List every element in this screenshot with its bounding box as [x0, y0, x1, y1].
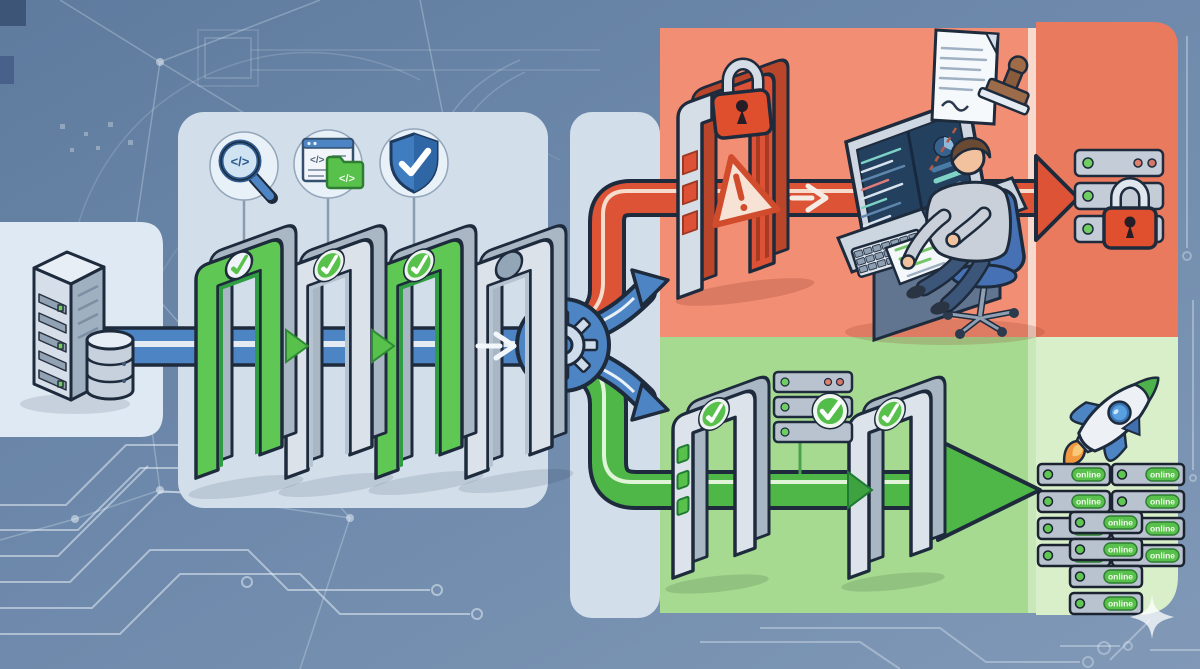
- code-glyph: </>: [339, 173, 355, 185]
- database-icon: [85, 329, 135, 401]
- gate-shadows: [188, 468, 574, 500]
- online-badge: [1103, 569, 1138, 584]
- approved-gate-1: [671, 375, 771, 580]
- code-window-repo-icon: </> </>: [293, 129, 365, 199]
- gate-chevron: [676, 443, 690, 464]
- source-server-tower: [32, 250, 106, 402]
- stamp-icon: [977, 55, 1030, 116]
- blocked-arrowhead: [1034, 154, 1080, 242]
- lock-icon: [1102, 177, 1158, 250]
- gate-chevron: [676, 495, 690, 516]
- flow-arrow-white: [789, 183, 829, 213]
- online-badge-label: online: [1150, 470, 1175, 480]
- approved-zone-content: online online online online online online onli…: [665, 370, 1186, 639]
- online-badge: [1103, 515, 1138, 530]
- online-badge-label: online: [1150, 497, 1175, 507]
- online-badge: [1145, 467, 1180, 482]
- online-badge: [1145, 521, 1180, 536]
- gate-chevron: [676, 469, 690, 490]
- circuit-traces-right: [700, 36, 1200, 669]
- screen-code-lines: [860, 147, 906, 228]
- pipe-flow-markers: [285, 328, 517, 364]
- lock-icon: [710, 57, 774, 140]
- pipeline-gate-1: [194, 224, 298, 480]
- online-badge: [1103, 596, 1138, 611]
- gate-shadows: [665, 572, 945, 594]
- source-card-content: [20, 250, 135, 414]
- corner-pixel-block: [0, 0, 26, 26]
- online-server: online: [1068, 591, 1144, 616]
- blocked-servers-panel: [1036, 22, 1178, 337]
- online-badge: [1103, 542, 1138, 557]
- reviewer-person: [900, 136, 1012, 315]
- rocket-icon: [1062, 376, 1160, 467]
- online-badge-label: online: [1108, 518, 1133, 528]
- check-icons-row: </> </> </>: [209, 128, 449, 258]
- online-server-farm: online online online online online online onli…: [1036, 462, 1186, 616]
- shadow: [675, 278, 815, 306]
- pipeline-gate-3: [374, 224, 478, 480]
- online-server: online: [1068, 510, 1144, 535]
- online-badge-label: online: [1150, 524, 1175, 534]
- online-server: online: [1068, 564, 1144, 589]
- status-led: [1042, 496, 1054, 507]
- review-console: [836, 95, 1045, 345]
- online-badge: [1071, 467, 1106, 482]
- pipeline-gate-4: [464, 224, 568, 480]
- online-badge-label: online: [1108, 572, 1133, 582]
- flow-triangle: [371, 328, 396, 364]
- locked-servers: [1073, 148, 1165, 250]
- approved-zone-divider: [1028, 337, 1036, 613]
- approved-gates: [671, 375, 947, 580]
- gate-status-badge: [403, 248, 435, 283]
- pipeline-gates: [194, 224, 568, 480]
- online-server: online: [1036, 462, 1112, 487]
- gate-status-badge: [313, 248, 345, 283]
- code-scan-magnifier-icon: </>: [209, 131, 279, 204]
- sparkle-icon: [1130, 595, 1174, 639]
- approval-document-stamp-icon: [928, 28, 1030, 171]
- pixel-dots: [60, 122, 133, 152]
- status-led: [1074, 517, 1086, 528]
- signature: [941, 100, 969, 112]
- code-glyph: </>: [231, 154, 250, 169]
- pipeline-gate-2: [284, 224, 388, 480]
- online-badge: [1145, 494, 1180, 509]
- flow-arrow-white: [475, 331, 517, 361]
- status-led: [1074, 571, 1086, 582]
- warning-triangle-icon: [712, 154, 781, 228]
- online-badge-label: online: [1108, 599, 1133, 609]
- check-badge-icon: [811, 392, 849, 430]
- online-badge: [1071, 494, 1106, 509]
- staging-servers: [772, 370, 854, 474]
- online-badge: [1145, 548, 1180, 563]
- status-led: [1074, 544, 1086, 555]
- corner-pixel-block: [0, 56, 14, 84]
- status-led: [1042, 523, 1054, 534]
- online-server: online: [1036, 489, 1112, 514]
- status-led: [1042, 550, 1054, 561]
- online-badge-label: online: [1108, 545, 1133, 555]
- gate-status-badge: [698, 397, 730, 432]
- online-badge-label: online: [1076, 497, 1101, 507]
- flow-triangle: [285, 328, 310, 364]
- online-server: online: [1110, 462, 1186, 487]
- online-badge-label: online: [1076, 470, 1101, 480]
- gate-status-badge: [494, 250, 524, 281]
- status-led: [1042, 469, 1054, 480]
- online-server: online: [1110, 489, 1186, 514]
- gate-status-badge: [224, 250, 254, 281]
- online-badge-label: online: [1150, 551, 1175, 561]
- status-led: [1116, 469, 1128, 480]
- flow-triangle: [847, 470, 874, 510]
- status-led: [1074, 598, 1086, 609]
- code-glyph: </>: [310, 155, 325, 166]
- pipe-stripe: [90, 341, 568, 347]
- online-server: online: [1068, 537, 1144, 562]
- blocked-zone-content: [675, 28, 1165, 345]
- status-led: [1116, 496, 1128, 507]
- gate-status-badge: [874, 397, 906, 432]
- security-shield-check-icon: [379, 128, 449, 198]
